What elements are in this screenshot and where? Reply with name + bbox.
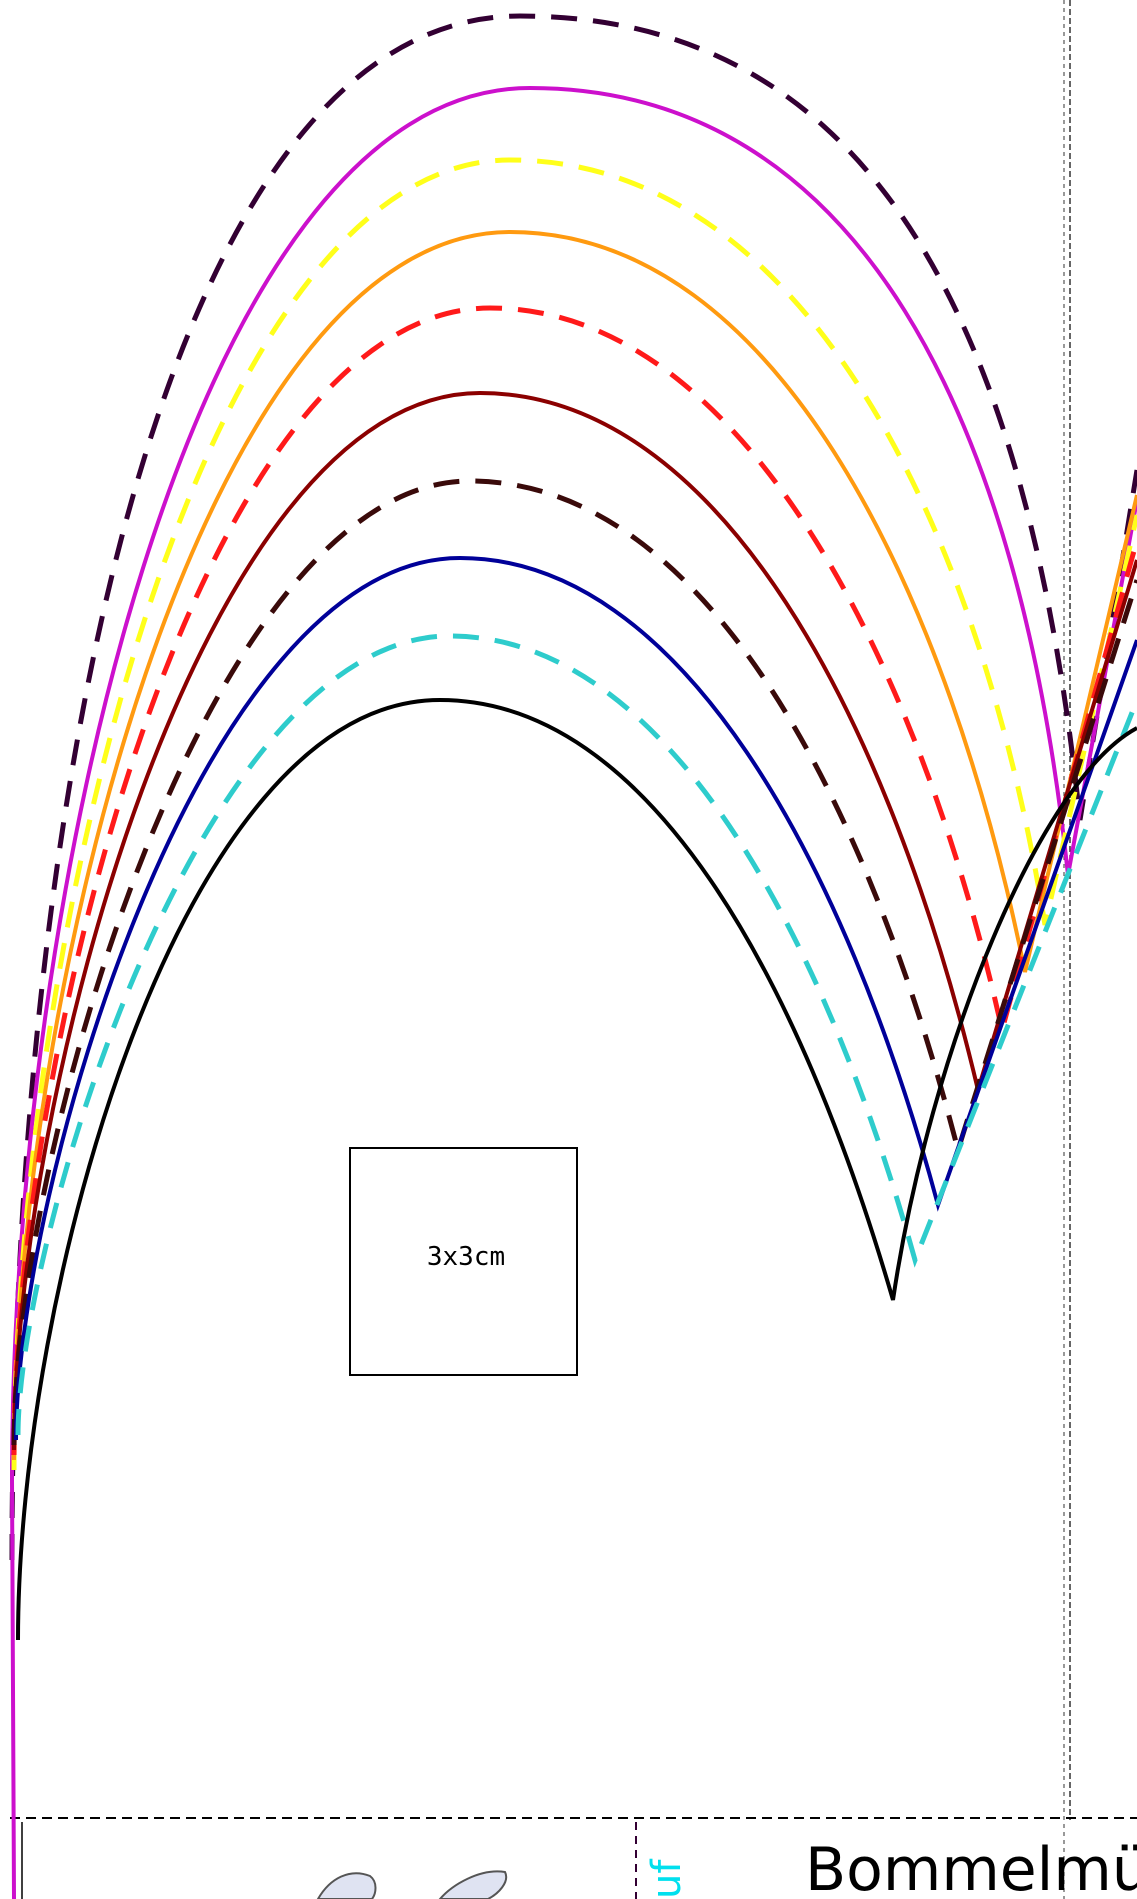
scale-square [349, 1147, 578, 1376]
size-curve-8-dashed-yellow [11, 157, 1137, 1471]
size-curve-2-dashed-teal [15, 633, 1137, 1436]
bunny-illustration [316, 1870, 508, 1899]
side-label: uf [644, 1859, 690, 1899]
size-curve-6-dashed-red [11, 305, 1137, 1456]
size-curve-10-dashed-purple [9, 13, 1137, 1561]
size-curve-7-orange [12, 229, 1137, 1461]
size-curve-5-darkred [12, 390, 1137, 1451]
size-curve-3-navy [14, 555, 1137, 1441]
footer-title: Bommelmüt [805, 1835, 1137, 1899]
size-curve-4-dashed-brown [11, 478, 1137, 1446]
size-curve-9-magenta [9, 85, 1137, 1899]
size-curve-1-black [16, 697, 1137, 1641]
scale-square-label: 3x3cm [427, 1242, 505, 1272]
